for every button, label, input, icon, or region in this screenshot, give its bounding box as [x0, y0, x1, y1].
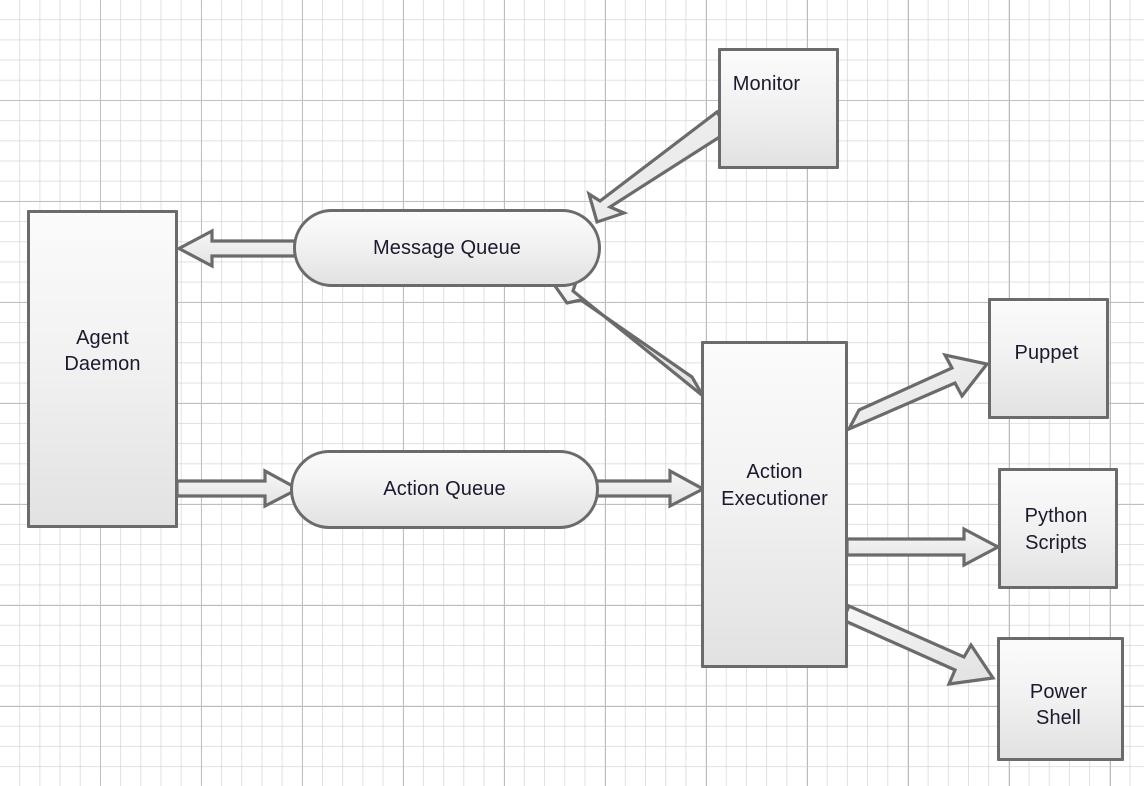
- node-puppet[interactable]: Puppet: [988, 298, 1109, 419]
- edge-action-executioner-to-python-scripts: [845, 526, 1002, 568]
- node-message-queue-label: Message Queue: [372, 236, 522, 259]
- edge-action-executioner-to-puppet: [845, 352, 990, 433]
- node-action-executioner-label: Action Executioner: [721, 461, 828, 510]
- edge-action-executioner-to-power-shell: [840, 603, 996, 686]
- node-action-queue-label: Action Queue: [383, 478, 506, 501]
- node-monitor[interactable]: Monitor: [718, 48, 839, 169]
- node-message-queue[interactable]: Message Queue: [293, 209, 601, 287]
- node-python-scripts-label: Python Scripts: [1024, 505, 1088, 554]
- node-monitor-label: Monitor: [732, 73, 801, 96]
- edge-monitor-to-message-queue: [586, 109, 732, 225]
- node-python-scripts[interactable]: Python Scripts: [998, 468, 1118, 589]
- node-agent-daemon[interactable]: Agent Daemon: [27, 210, 178, 528]
- edge-message-queue-to-agent-daemon: [175, 228, 297, 269]
- node-action-queue[interactable]: Action Queue: [290, 450, 599, 529]
- edge-action-executioner-to-message-queue: [550, 273, 705, 398]
- edge-action-queue-to-action-executioner: [584, 468, 707, 509]
- node-power-shell[interactable]: Power Shell: [997, 637, 1124, 761]
- node-action-executioner[interactable]: Action Executioner: [701, 341, 848, 668]
- node-puppet-label: Puppet: [1014, 342, 1079, 365]
- node-agent-daemon-label: Agent Daemon: [64, 326, 141, 375]
- edge-agent-daemon-to-action-queue: [175, 468, 302, 509]
- node-power-shell-label: Power Shell: [1029, 680, 1088, 729]
